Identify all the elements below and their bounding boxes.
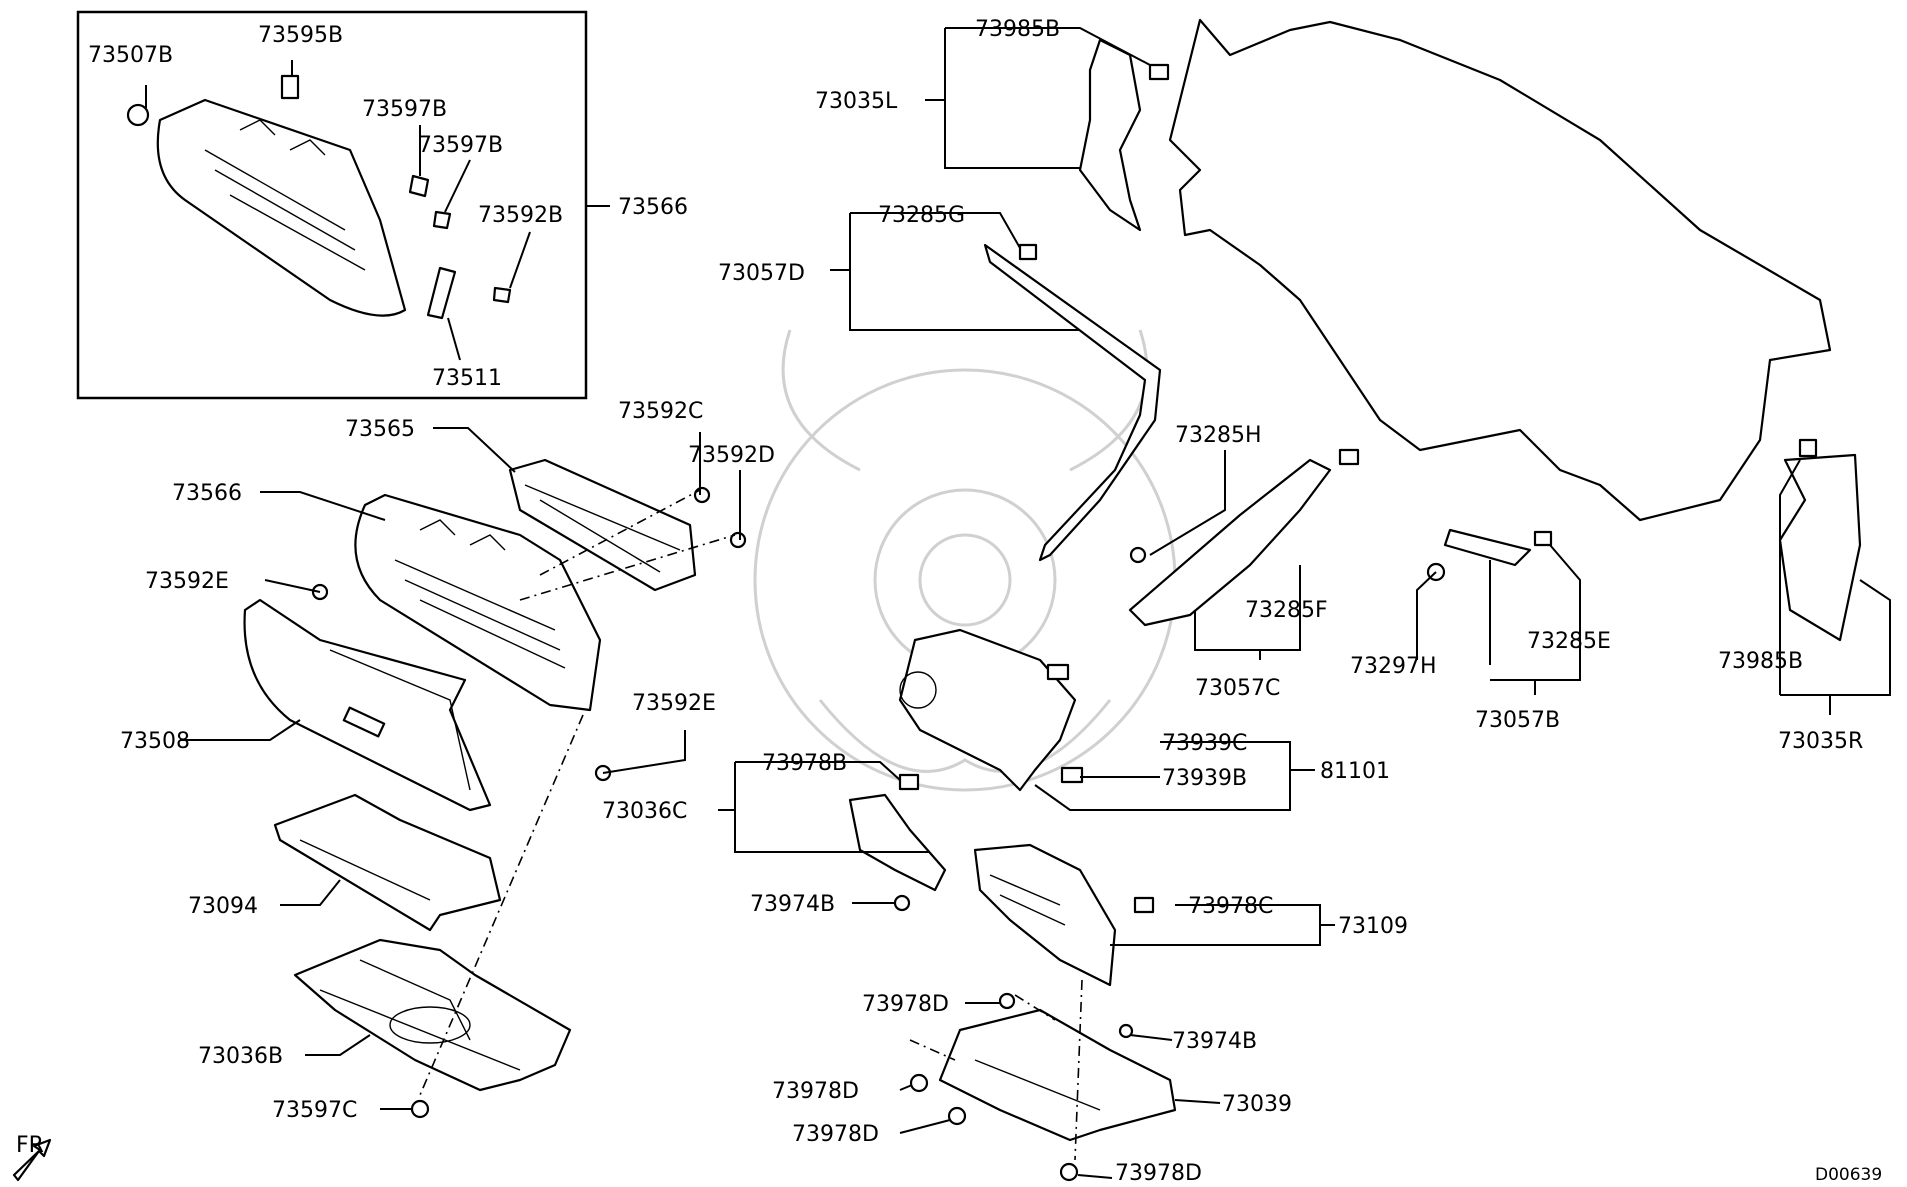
label-73508: 73508 [120,729,190,754]
label-73978D-2: 73978D [772,1079,859,1104]
center-panel [973,843,1155,987]
label-73036C: 73036C [602,799,687,824]
direction-label: FR [16,1133,44,1158]
leader-lines-right [718,27,1891,1179]
label-73297H: 73297H [1350,654,1437,679]
label-73974B-2: 73974B [1172,1029,1257,1054]
label-73057B: 73057B [1475,708,1560,733]
dashboard-panel [1168,18,1832,522]
label-73285H: 73285H [1175,423,1262,448]
label-73057D: 73057D [718,261,805,286]
label-73507B: 73507B [88,43,173,68]
meter-hood [898,628,1084,792]
label-73974B-1: 73974B [750,892,835,917]
label-73592E-2: 73592E [632,691,716,716]
label-73566-inset: 73566 [618,195,688,220]
label-73978B: 73978B [762,751,847,776]
label-73595B: 73595B [258,23,343,48]
label-73109: 73109 [1338,914,1408,939]
label-73597B-2: 73597B [418,133,503,158]
side-trim-right [1778,438,1862,642]
lower-cover-center [909,992,1177,1182]
label-73285E: 73285E [1527,629,1611,654]
label-73035R: 73035R [1778,729,1863,754]
label-73565: 73565 [345,417,415,442]
label-73285F: 73285F [1245,598,1328,623]
label-73566: 73566 [172,481,242,506]
label-73939B: 73939B [1162,766,1247,791]
label-73978D-1: 73978D [862,992,949,1017]
label-73985B-1: 73985B [975,17,1060,42]
label-73094: 73094 [188,894,258,919]
diagram-code: D00639 [1815,1165,1882,1185]
lower-pad [273,793,502,932]
label-73035L: 73035L [815,89,898,114]
lower-panel-left [848,773,947,912]
label-73939C: 73939C [1162,731,1247,756]
pillar-trim-c [1128,448,1360,627]
lower-cover-left [293,938,572,1119]
alignment-line [419,489,736,1096]
label-73592C: 73592C [618,399,703,424]
label-73978C: 73978C [1188,894,1273,919]
glove-box-housing [354,493,602,712]
alignment-line [909,979,1083,1161]
label-73978D-3: 73978D [792,1122,879,1147]
label-73285G: 73285G [878,203,965,228]
label-73039: 73039 [1222,1092,1292,1117]
label-73978D-4: 73978D [1115,1161,1202,1186]
label-73592D: 73592D [688,443,775,468]
label-73511: 73511 [432,366,502,391]
leader-lines [145,60,741,1110]
side-trim-left [1078,38,1170,232]
front-direction-arrow-icon [12,1138,52,1182]
label-73036B: 73036B [198,1044,283,1069]
label-73597C: 73597C [272,1098,357,1123]
label-73592E-1: 73592E [145,569,229,594]
label-73985B-2: 73985B [1718,649,1803,674]
glove-box-lid [243,598,492,812]
label-73597B-1: 73597B [362,97,447,122]
glove-box-frame [311,458,747,782]
glove-box-housing-inset [126,74,512,320]
label-73057C: 73057C [1195,676,1280,701]
pillar-trim-d [983,243,1162,564]
label-73592B: 73592B [478,203,563,228]
label-81101: 81101 [1320,759,1390,784]
